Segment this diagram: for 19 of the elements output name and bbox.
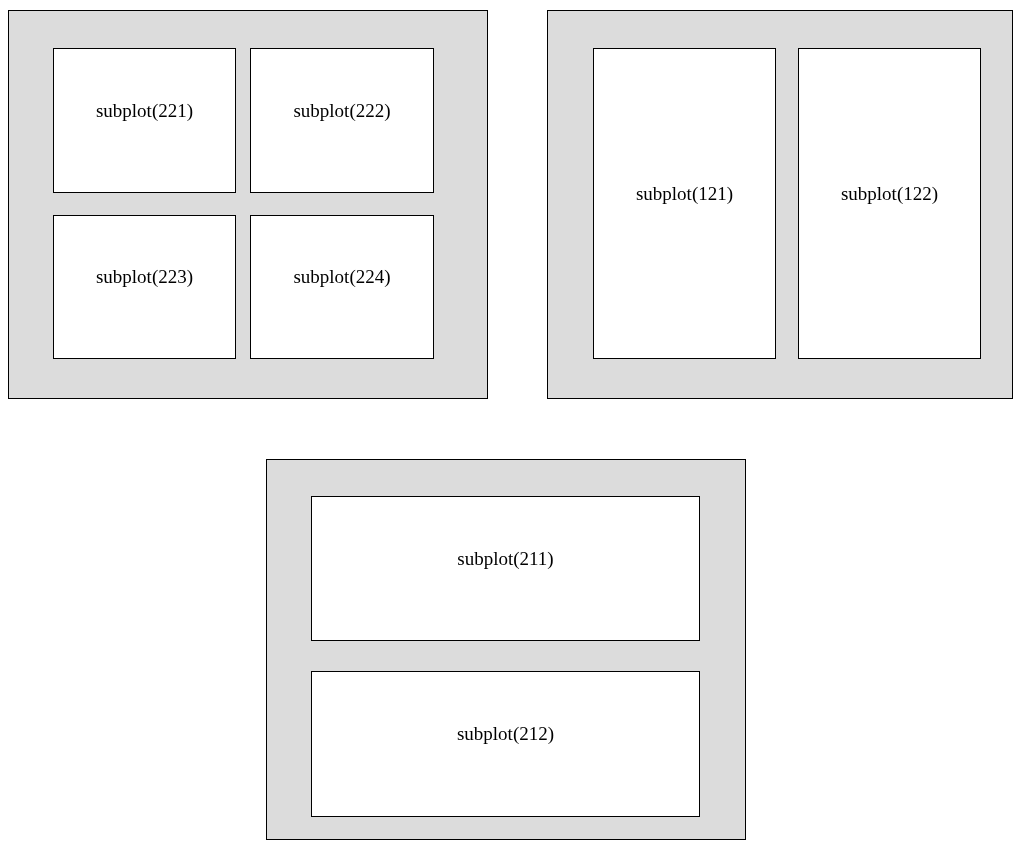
subplot-label: subplot(223) <box>95 266 194 288</box>
subplot-box <box>798 48 981 359</box>
subplot-box <box>311 496 700 641</box>
subplot-box <box>593 48 776 359</box>
subplot-label: subplot(211) <box>457 547 554 570</box>
subplot-label: subplot(212) <box>456 723 555 745</box>
subplot-box <box>311 671 700 817</box>
subplot-label: subplot(122) <box>840 182 939 205</box>
subplot-label: subplot(222) <box>293 99 391 122</box>
figure-panel <box>266 459 746 840</box>
subplot-box <box>53 48 236 193</box>
subplot-box <box>250 48 434 193</box>
subplot-label: subplot(224) <box>293 266 391 288</box>
figure-panel <box>8 10 488 399</box>
subplot-box <box>250 215 434 359</box>
subplot-box <box>53 215 236 359</box>
subplot-label: subplot(221) <box>95 99 194 122</box>
subplot-label: subplot(121) <box>635 182 734 205</box>
figure-panel <box>547 10 1013 399</box>
